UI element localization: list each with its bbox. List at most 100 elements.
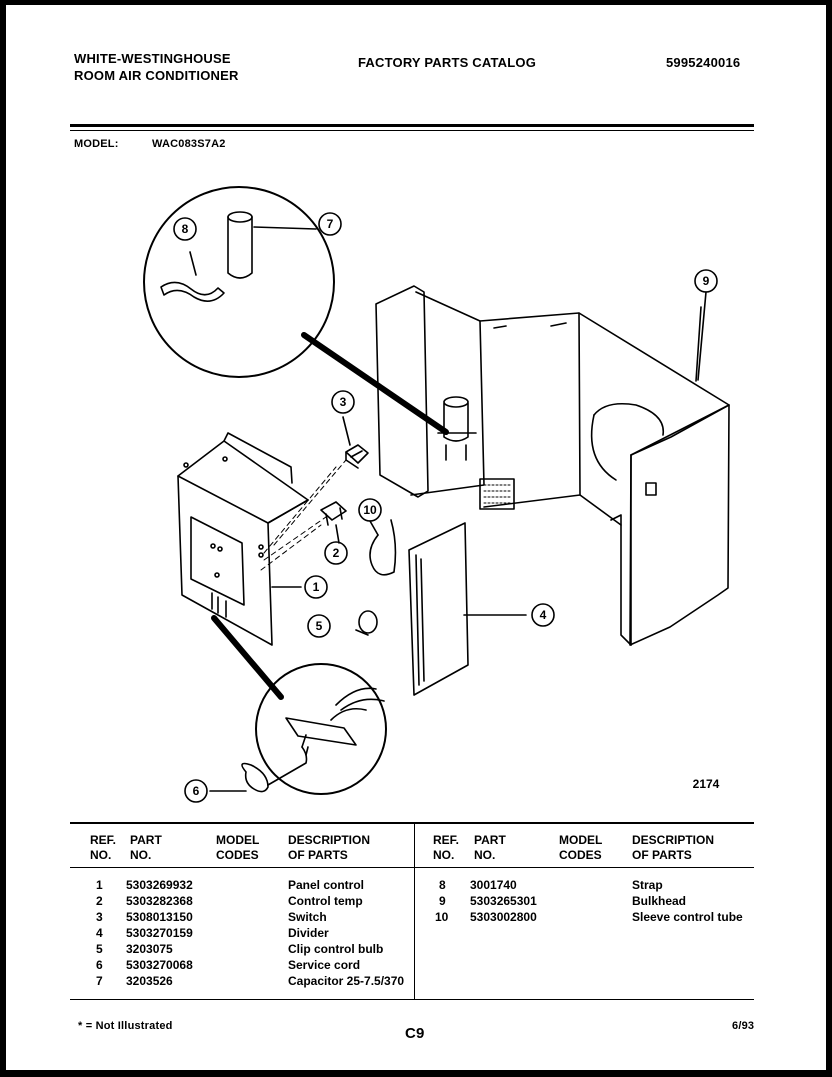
part-header-line2: NO. xyxy=(130,848,152,862)
table-top-rule xyxy=(70,822,754,824)
header-rule-thick xyxy=(70,124,754,127)
row-desc: Bulkhead xyxy=(632,894,687,908)
row-ref: 3 xyxy=(96,910,103,924)
model-header-line2: CODES xyxy=(559,848,602,862)
right-header-desc: DESCRIPTION OF PARTS xyxy=(632,833,714,863)
bulkhead-part xyxy=(375,285,730,646)
model-header-line1: MODEL xyxy=(216,833,260,847)
exploded-parts-diagram: 1 2 3 4 5 6 7 8 9 10 2174 xyxy=(143,186,730,803)
catalog-page: WHITE-WESTINGHOUSE ROOM AIR CONDITIONER … xyxy=(6,5,826,1070)
table-row: 2 5303282368 Control temp xyxy=(90,893,414,909)
right-header-ref: REF. NO. xyxy=(433,833,459,863)
row-desc: Service cord xyxy=(288,958,361,972)
right-header-part: PART NO. xyxy=(474,833,506,863)
catalog-date: 6/93 xyxy=(732,1020,755,1032)
switch-part xyxy=(345,444,369,469)
ref-header-line1: REF. xyxy=(90,833,117,847)
callout-9 xyxy=(694,269,718,293)
detail-circle-capacitor xyxy=(143,186,335,378)
callout-label-10: 10 xyxy=(363,503,377,517)
callout-label-8: 8 xyxy=(182,222,189,236)
product-name: ROOM AIR CONDITIONER xyxy=(74,68,239,83)
row-part: 3203075 xyxy=(126,942,173,956)
left-header-part: PART NO. xyxy=(130,833,162,863)
row-part: 3203526 xyxy=(126,974,173,988)
table-row: 8 3001740 Strap xyxy=(433,877,753,893)
row-desc: Strap xyxy=(632,878,663,892)
callout-3 xyxy=(331,390,355,414)
model-value: WAC083S7A2 xyxy=(152,138,226,150)
row-desc: Sleeve control tube xyxy=(632,910,743,924)
left-header-ref: REF. NO. xyxy=(90,833,116,863)
callout-4 xyxy=(531,603,555,627)
header-rule-thin xyxy=(70,130,754,131)
row-desc: Switch xyxy=(288,910,327,924)
detail-circle-service-cord xyxy=(241,663,387,795)
desc-header-line1: DESCRIPTION xyxy=(632,833,715,847)
model-label: MODEL: xyxy=(74,138,119,150)
left-parts-list: 1 5303269932 Panel control 2 5303282368 … xyxy=(90,877,414,989)
row-desc: Control temp xyxy=(288,894,363,908)
catalog-title: FACTORY PARTS CATALOG xyxy=(358,55,537,70)
panel-control-part xyxy=(177,432,309,646)
callout-6 xyxy=(184,779,208,803)
brand-name: WHITE-WESTINGHOUSE xyxy=(74,51,231,66)
sleeve-control-tube-part xyxy=(369,519,397,576)
table-row: 5 3203075 Clip control bulb xyxy=(90,941,414,957)
row-ref: 5 xyxy=(96,942,103,956)
callout-label-6: 6 xyxy=(193,784,200,798)
left-header-model: MODEL CODES xyxy=(216,833,259,863)
row-desc: Clip control bulb xyxy=(288,942,384,956)
row-desc: Capacitor 25-7.5/370 xyxy=(288,974,405,988)
table-row: 1 5303269932 Panel control xyxy=(90,877,414,893)
row-ref: 4 xyxy=(96,926,103,940)
row-ref: 10 xyxy=(435,910,449,924)
desc-header-line1: DESCRIPTION xyxy=(288,833,371,847)
row-part: 5303270068 xyxy=(126,958,193,972)
desc-header-line2: OF PARTS xyxy=(632,848,692,862)
right-header-model: MODEL CODES xyxy=(559,833,602,863)
callout-1 xyxy=(304,575,328,599)
row-part: 5303270159 xyxy=(126,926,193,940)
row-part: 5303282368 xyxy=(126,894,193,908)
part-header-line2: NO. xyxy=(474,848,496,862)
row-ref: 1 xyxy=(96,878,103,892)
callout-label-9: 9 xyxy=(703,274,710,288)
row-ref: 7 xyxy=(96,974,103,988)
row-part: 3001740 xyxy=(470,878,517,892)
part-header-line1: PART xyxy=(130,833,162,847)
row-ref: 9 xyxy=(439,894,446,908)
callout-label-2: 2 xyxy=(333,546,340,560)
table-divider xyxy=(414,824,415,1000)
row-part: 5303269932 xyxy=(126,878,193,892)
left-header-desc: DESCRIPTION OF PARTS xyxy=(288,833,370,863)
desc-header-line2: OF PARTS xyxy=(288,848,348,862)
ref-header-line2: NO. xyxy=(90,848,112,862)
callout-7 xyxy=(318,212,342,236)
part-header-line1: PART xyxy=(474,833,506,847)
ref-header-line1: REF. xyxy=(433,833,460,847)
callout-label-4: 4 xyxy=(540,608,547,622)
divider-part xyxy=(408,522,469,696)
catalog-number: 5995240016 xyxy=(666,55,741,70)
clip-control-bulb-part xyxy=(355,610,378,636)
callout-2 xyxy=(324,541,348,565)
row-part: 5308013150 xyxy=(126,910,193,924)
row-desc: Divider xyxy=(288,926,329,940)
callout-label-7: 7 xyxy=(327,217,334,231)
table-row: 4 5303270159 Divider xyxy=(90,925,414,941)
table-row: 7 3203526 Capacitor 25-7.5/370 xyxy=(90,973,414,989)
row-ref: 8 xyxy=(439,878,446,892)
ref-header-line2: NO. xyxy=(433,848,455,862)
right-parts-list: 8 3001740 Strap 9 5303265301 Bulkhead 10… xyxy=(433,877,753,925)
row-part: 5303002800 xyxy=(470,910,537,924)
row-desc: Panel control xyxy=(288,878,365,892)
control-temp-part xyxy=(320,501,347,526)
row-part: 5303265301 xyxy=(470,894,537,908)
callout-label-3: 3 xyxy=(340,395,347,409)
table-row: 3 5308013150 Switch xyxy=(90,909,414,925)
model-header-line1: MODEL xyxy=(559,833,603,847)
figure-number: 2174 xyxy=(693,777,720,791)
table-row: 9 5303265301 Bulkhead xyxy=(433,893,753,909)
page-code: C9 xyxy=(405,1025,425,1042)
